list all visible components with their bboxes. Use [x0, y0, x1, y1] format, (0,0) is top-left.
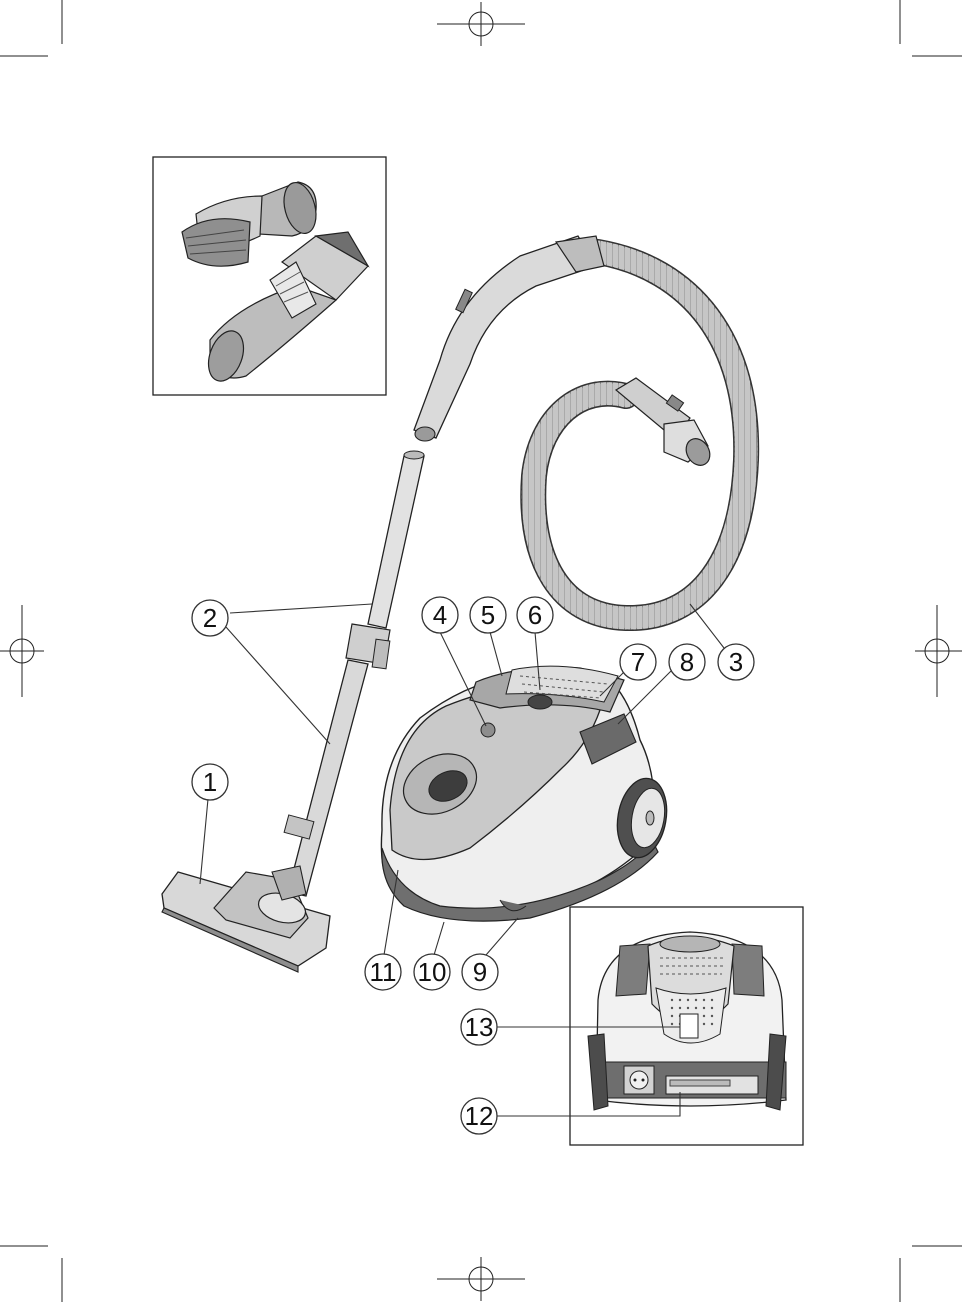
callout-5: 5: [470, 597, 506, 633]
hose: [533, 252, 746, 618]
callout-9-label: 9: [473, 957, 487, 987]
vacuum-body: [381, 666, 672, 921]
callout-10-label: 10: [418, 957, 447, 987]
registration-target-top: [437, 2, 525, 46]
registration-target-left: [0, 605, 44, 697]
leader-2a: [230, 604, 372, 613]
callout-10: 10: [414, 954, 450, 990]
callout-1: 1: [192, 764, 228, 800]
callout-8: 8: [669, 644, 705, 680]
rear-view-inset: [570, 907, 803, 1145]
registration-target-right: [915, 605, 962, 697]
callout-13-label: 13: [465, 1012, 494, 1042]
crop-mark-top-right: [900, 0, 962, 56]
crop-mark-bottom-left: [0, 1246, 62, 1302]
leader-1: [200, 799, 208, 884]
callout-13: 13: [461, 1009, 497, 1045]
leader-9: [486, 918, 518, 955]
leader-5: [490, 632, 502, 676]
callout-5-label: 5: [481, 600, 495, 630]
callout-12-label: 12: [465, 1101, 494, 1131]
callout-9: 9: [462, 954, 498, 990]
registration-target-bottom: [437, 1257, 525, 1301]
callout-1-label: 1: [203, 767, 217, 797]
callout-12: 12: [461, 1098, 497, 1134]
leader-2b: [226, 627, 330, 744]
leader-3: [690, 604, 724, 648]
callout-3-label: 3: [729, 647, 743, 677]
callout-7-label: 7: [631, 647, 645, 677]
callout-8-label: 8: [680, 647, 694, 677]
callout-11-label: 11: [370, 957, 397, 987]
callout-4: 4: [422, 597, 458, 633]
hose-connector: [616, 378, 715, 470]
callout-11: 11: [365, 954, 401, 990]
accessories-inset: [153, 157, 386, 395]
callout-4-label: 4: [433, 600, 447, 630]
leader-10: [434, 922, 444, 955]
crop-mark-bottom-right: [900, 1246, 962, 1302]
callout-6: 6: [517, 597, 553, 633]
callout-6-label: 6: [528, 600, 542, 630]
callout-2-label: 2: [203, 603, 217, 633]
crop-mark-top-left: [0, 0, 62, 56]
callout-3: 3: [718, 644, 754, 680]
callout-2: 2: [192, 600, 228, 636]
callout-7: 7: [620, 644, 656, 680]
